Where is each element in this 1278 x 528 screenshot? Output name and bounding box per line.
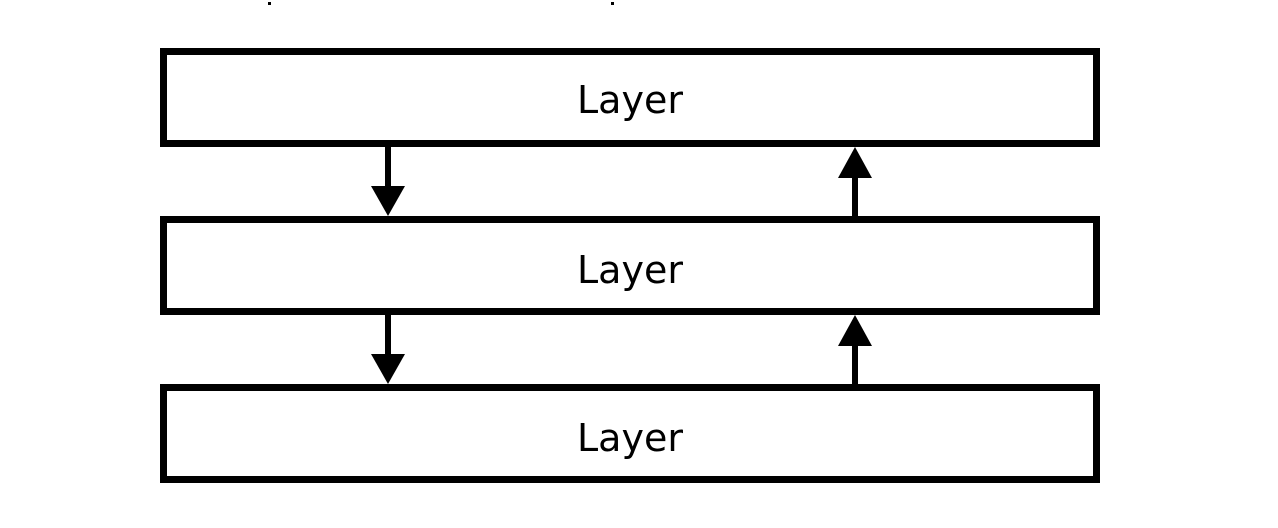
top-marks [268, 2, 614, 5]
arrow-up-2-1 [838, 147, 872, 216]
layer-label: Layer [577, 78, 683, 122]
layer-box-2: Layer [160, 216, 1100, 315]
layer-label: Layer [577, 416, 683, 460]
stray-mark [268, 2, 271, 5]
layer-box-1: Layer [160, 48, 1100, 147]
arrow-up-3-2 [838, 315, 872, 384]
stray-mark [611, 2, 614, 5]
layer-box-3: Layer [160, 384, 1100, 483]
layer-label: Layer [577, 248, 683, 292]
arrow-down-1-2 [371, 147, 405, 216]
arrow-down-2-3 [371, 315, 405, 384]
